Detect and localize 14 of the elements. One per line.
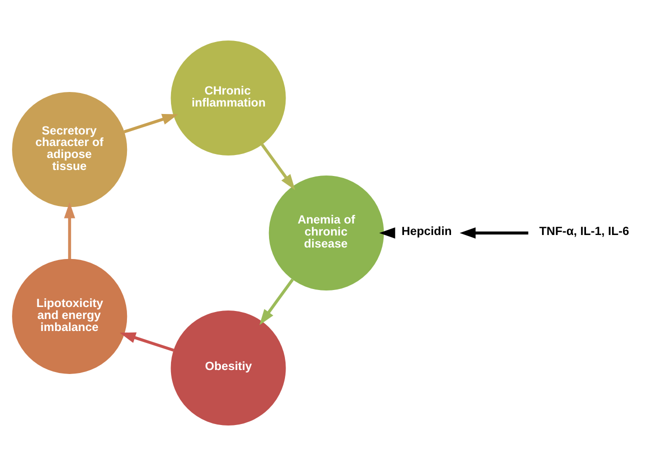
node-circle: CHronic inflammation	[170, 40, 286, 156]
arrow	[124, 113, 178, 133]
arrow	[259, 278, 294, 325]
node-text: TNF-α, IL-1, IL-6	[539, 224, 630, 238]
arrow	[260, 143, 296, 190]
node-circle: Anemia of chronic disease	[268, 174, 384, 290]
arrow	[379, 226, 396, 238]
node-circle: Lipotoxicity and energy imbalance	[12, 258, 128, 374]
arrow	[460, 226, 528, 238]
node-circle: Obesitiy	[170, 310, 286, 426]
arrow	[64, 202, 76, 258]
arrow	[120, 332, 174, 352]
node-text: Hepcidin	[402, 224, 452, 238]
node-circle: Secretory character of adipose tissue	[12, 92, 128, 207]
